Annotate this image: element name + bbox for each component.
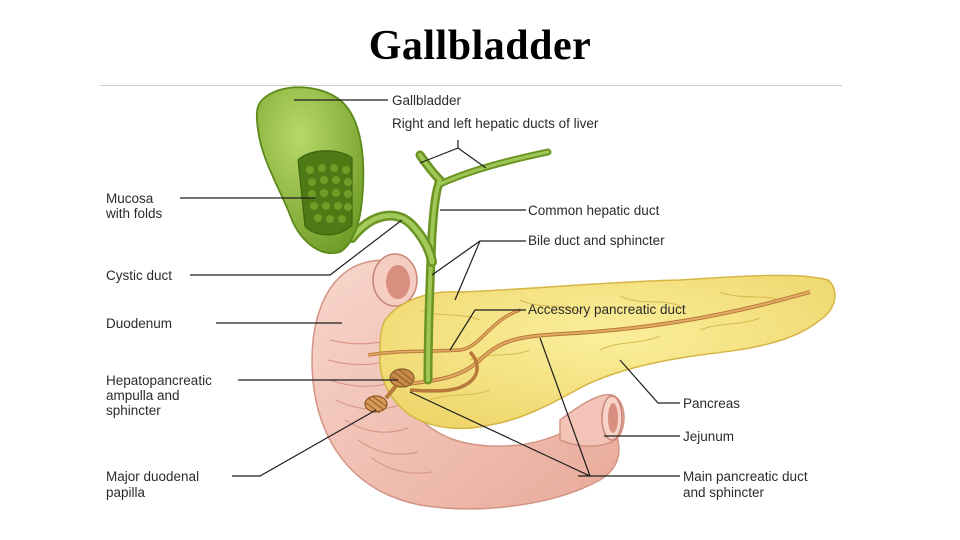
label-hepatopancreatic-line1: Hepatopancreatic <box>106 373 212 388</box>
label-mucosa-line2: with folds <box>105 206 163 221</box>
label-bile-duct: Bile duct and sphincter <box>528 233 665 248</box>
label-cystic-duct: Cystic duct <box>106 268 172 283</box>
label-main-pancreatic-line2: and sphincter <box>683 485 765 500</box>
label-hepatopancreatic-line3: sphincter <box>106 403 161 418</box>
label-duodenum: Duodenum <box>106 316 172 331</box>
label-major-papilla-line1: Major duodenal <box>106 469 199 484</box>
label-common-hepatic-duct: Common hepatic duct <box>528 203 660 218</box>
label-major-papilla-line2: papilla <box>106 485 146 500</box>
label-hepatic-ducts: Right and left hepatic ducts of liver <box>392 116 599 131</box>
label-jejunum: Jejunum <box>683 429 734 444</box>
label-main-pancreatic-line1: Main pancreatic duct <box>683 469 808 484</box>
label-hepatopancreatic-line2: ampulla and <box>106 388 180 403</box>
label-gallbladder: Gallbladder <box>392 93 462 108</box>
label-pancreas: Pancreas <box>683 396 740 411</box>
label-accessory-pancreatic-duct: Accessory pancreatic duct <box>528 302 686 317</box>
label-mucosa-line1: Mucosa <box>106 191 154 206</box>
